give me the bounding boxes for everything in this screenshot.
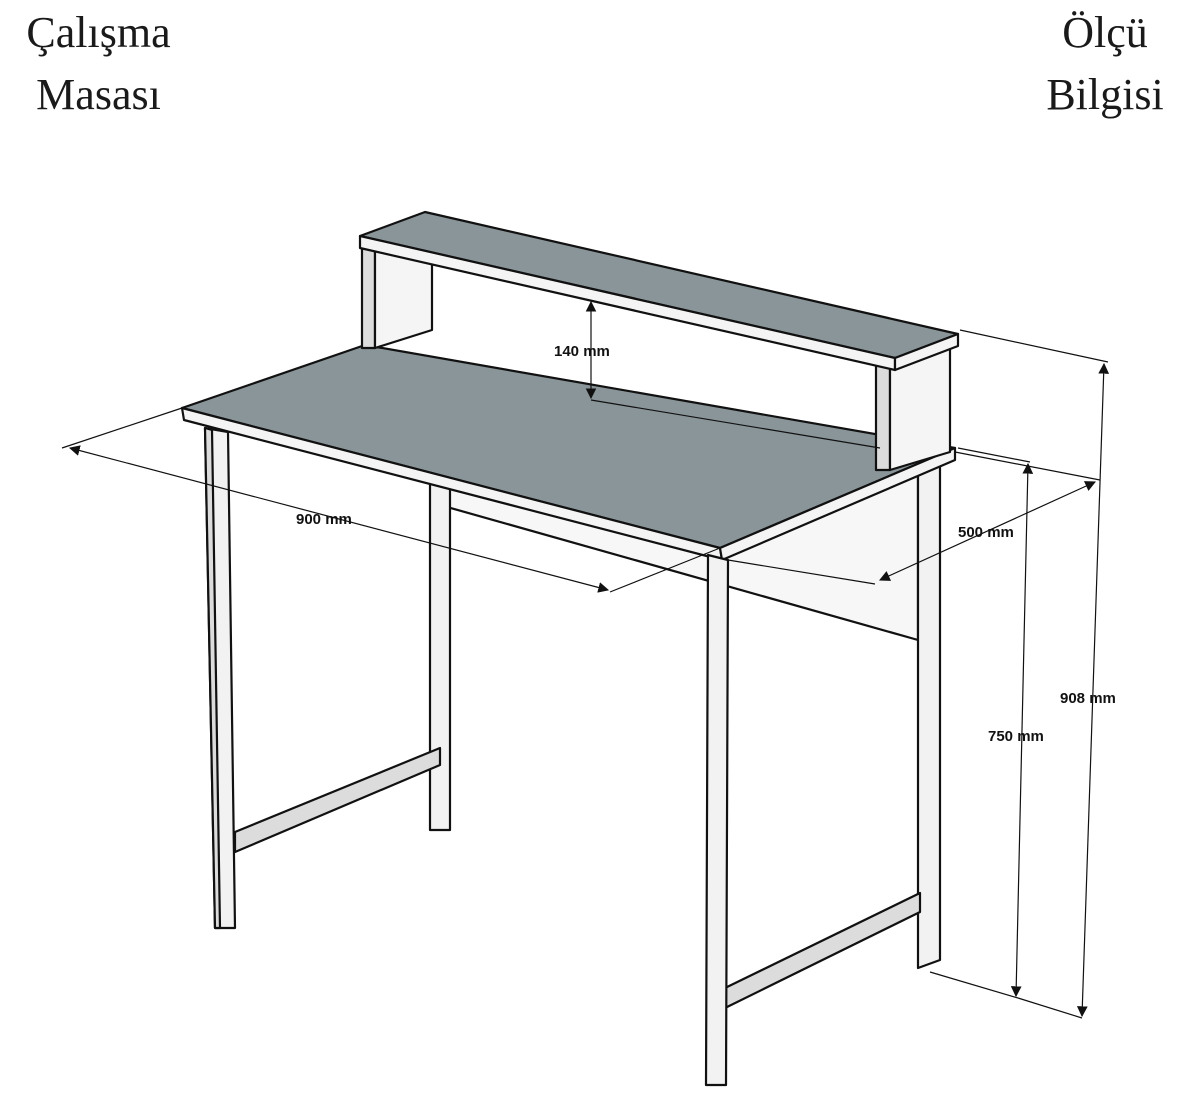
- desk-crossbar-right: [723, 891, 922, 1010]
- dim-desk-height-label: 750 mm: [988, 728, 1044, 745]
- hutch-side-left: [360, 246, 377, 350]
- product-title: Çalışma Masası: [6, 2, 191, 126]
- dim-desk-height-arrow: [1010, 462, 1034, 998]
- desk-leg-back-left: [428, 478, 452, 832]
- desk-leg-back-right: [916, 460, 942, 970]
- dim-width-label: 900 mm: [296, 511, 352, 528]
- product-title-line-1: Çalışma: [26, 8, 171, 57]
- measurement-title: Ölçü Bilgisi: [1035, 2, 1175, 126]
- desk-leg-front-right: [704, 553, 730, 1087]
- dim-depth-arrow: [879, 481, 1096, 581]
- dim-total-height-arrow: [1076, 362, 1110, 1018]
- dim-shelf-height-label: 140 mm: [554, 343, 610, 360]
- hutch-side-right: [874, 358, 892, 472]
- product-title-line-2: Masası: [36, 70, 161, 119]
- desk-crossbar-left: [233, 746, 442, 854]
- hutch-shelf-edge-right: [893, 332, 960, 372]
- measurement-title-line-1: Ölçü: [1062, 8, 1148, 57]
- dim-depth-label: 500 mm: [958, 524, 1014, 541]
- dim-width-arrow: [68, 445, 610, 593]
- dim-total-height-label: 908 mm: [1060, 690, 1116, 707]
- desk-top-edge-right: [718, 446, 957, 562]
- hutch-shelf-top: [358, 210, 960, 360]
- measurement-title-line-2: Bilgisi: [1046, 70, 1164, 119]
